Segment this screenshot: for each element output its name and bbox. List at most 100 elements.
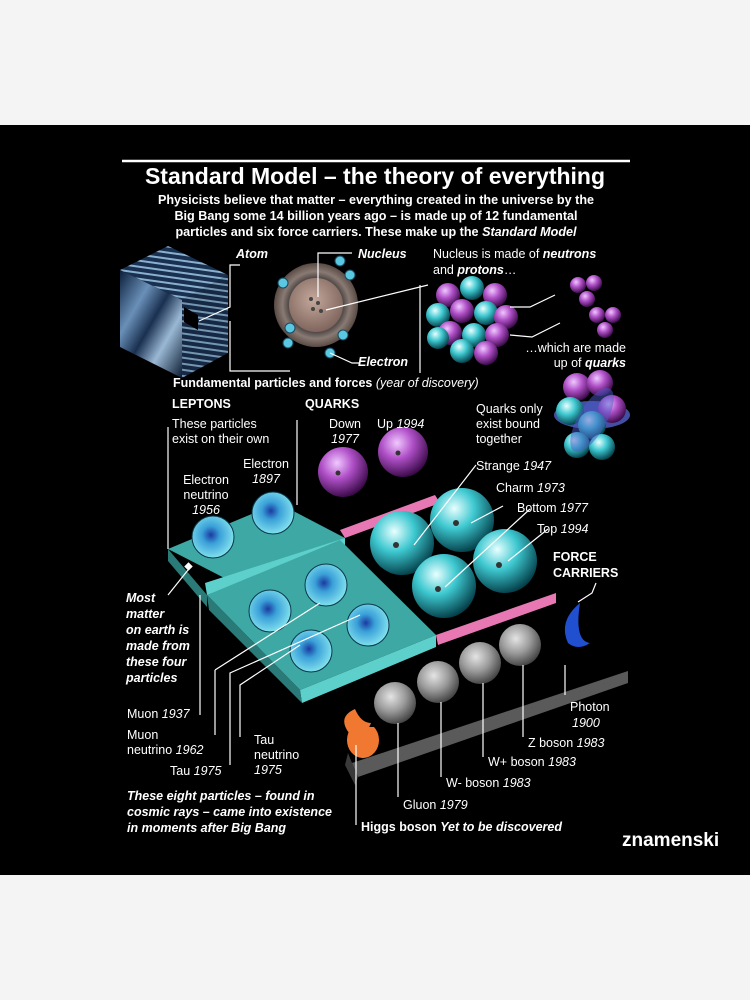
cosmic-3: in moments after Big Bang xyxy=(127,821,287,835)
photon-name: Photon xyxy=(570,700,610,714)
poster: Standard Model – the theory of everythin… xyxy=(0,125,750,875)
and-word: and xyxy=(433,263,454,277)
strange-name: Strange xyxy=(476,459,520,473)
boson-spheres xyxy=(344,603,590,759)
w-minus-label: W- boson 1983 xyxy=(446,776,531,791)
muon-neutrino-year: 1962 xyxy=(175,743,204,757)
force-label-1: FORCE xyxy=(553,550,597,564)
gluon-label: Gluon 1979 xyxy=(403,798,468,813)
leptons-desc-1: These particles xyxy=(172,417,257,431)
marker-diamond xyxy=(182,560,195,573)
top-label: Top 1994 xyxy=(537,522,588,537)
fundamental-sub: (year of discovery) xyxy=(375,376,479,390)
page-title: Standard Model – the theory of everythin… xyxy=(144,163,606,189)
leader-lines xyxy=(167,420,597,825)
atom-diagram xyxy=(274,252,429,373)
quarks-bound-2: exist bound xyxy=(476,417,540,431)
boson-platform xyxy=(345,671,628,785)
up-quark xyxy=(378,427,428,477)
top-name: Top xyxy=(537,522,558,536)
z-boson-label: Z boson 1983 xyxy=(528,736,604,751)
electron-year: 1897 xyxy=(252,472,280,486)
top-year: 1994 xyxy=(560,522,589,536)
muon-neutrino xyxy=(248,589,292,633)
down-year: 1977 xyxy=(331,432,359,446)
muon-neutrino-name1: Muon xyxy=(127,728,159,742)
quarks-made-2: up of quarks xyxy=(500,356,626,371)
intro-line-3-text: particles and six force carriers. These … xyxy=(175,225,479,239)
fundamental-heading: Fundamental particles and forces (year o… xyxy=(173,376,479,391)
most-matter-2: matter xyxy=(126,607,165,621)
artwork xyxy=(120,159,630,825)
quarks-bound-1: Quarks only xyxy=(476,402,543,416)
most-matter-note: Most matter on earth is made from these … xyxy=(126,590,190,686)
higgs-label: Higgs boson Yet to be discovered xyxy=(361,820,562,835)
bottom-label: Bottom 1977 xyxy=(517,501,588,516)
electron-orbit-label: Electron xyxy=(358,355,409,369)
photon-year: 1900 xyxy=(572,716,600,730)
atom-label: Atom xyxy=(236,247,268,261)
cosmic-2: cosmic rays – came into existence xyxy=(127,805,332,819)
intro-emph: Standard Model xyxy=(482,225,577,239)
strange-quark xyxy=(370,511,434,575)
w-plus xyxy=(459,642,501,684)
strange-year: 1947 xyxy=(523,459,552,473)
bottom-quark xyxy=(412,554,476,618)
tau-neutrino-name1: Tau xyxy=(254,733,275,747)
strange-label: Strange 1947 xyxy=(476,459,551,474)
up-of-text: up of xyxy=(553,356,582,370)
tau xyxy=(346,603,390,647)
z-boson-name: Z boson xyxy=(528,736,574,750)
w-minus-name: W- boson xyxy=(446,776,500,790)
electron-name: Electron xyxy=(243,457,289,471)
electron-neutrino-name1: Electron xyxy=(183,473,229,487)
watermark: znamenski xyxy=(622,830,720,851)
nucleus-label: Nucleus xyxy=(358,247,407,261)
w-minus xyxy=(417,661,459,703)
most-matter-1: Most xyxy=(126,591,156,605)
lepton-platforms xyxy=(168,503,436,703)
nucleus-made-of: Nucleus is made of neutrons xyxy=(433,247,596,262)
lepton-spheres xyxy=(191,491,390,673)
nucleon-cluster xyxy=(426,276,561,365)
leptons-desc-2: exist on their own xyxy=(172,432,270,446)
most-matter-3: on earth is xyxy=(126,623,190,637)
cosmic-1: These eight particles – found in xyxy=(127,789,315,803)
down-name: Down xyxy=(329,417,361,431)
up-year: 1994 xyxy=(396,417,425,431)
tau-label: Tau 1975 xyxy=(170,764,221,779)
higgs-name: Higgs boson xyxy=(361,820,437,834)
quarks-word: quarks xyxy=(585,356,626,370)
nucleus-protons: and protons… xyxy=(433,263,516,278)
charm-name: Charm xyxy=(496,481,534,495)
quarks-heading: QUARKS xyxy=(305,397,360,411)
muon-year: 1937 xyxy=(161,707,190,721)
charm-year: 1973 xyxy=(537,481,565,495)
intro-text: Physicists believe that matter – everyth… xyxy=(118,192,634,240)
muon-label: Muon 1937 xyxy=(127,707,190,722)
electron-neutrino-name2: neutrino xyxy=(183,488,229,502)
muon-name: Muon xyxy=(127,707,159,721)
electron-neutrino-year: 1956 xyxy=(192,503,220,517)
z-boson xyxy=(499,624,541,666)
muon xyxy=(304,563,348,607)
nucleus-made-text: Nucleus is made of xyxy=(433,247,540,261)
atom-cube xyxy=(120,246,290,378)
most-matter-4: made from xyxy=(126,639,190,653)
gluon-name: Gluon xyxy=(403,798,437,812)
muon-neutrino-line2: neutrino 1962 xyxy=(127,743,203,758)
electron-lepton xyxy=(251,491,295,535)
charm-label: Charm 1973 xyxy=(496,481,565,496)
w-plus-label: W+ boson 1983 xyxy=(488,755,576,770)
gluon-year: 1979 xyxy=(439,798,468,812)
protons-ellipsis: … xyxy=(503,263,517,277)
w-minus-year: 1983 xyxy=(502,776,531,790)
quark-trios xyxy=(570,275,621,338)
higgs-year: Yet to be discovered xyxy=(440,820,562,834)
tau-name: Tau xyxy=(170,764,191,778)
bottom-year: 1977 xyxy=(560,501,588,515)
intro-line-1: Physicists believe that matter – everyth… xyxy=(157,193,595,207)
quarks-bound-3: together xyxy=(476,432,522,446)
up-name: Up xyxy=(377,417,393,431)
tau-neutrino-name2: neutrino xyxy=(254,748,300,762)
